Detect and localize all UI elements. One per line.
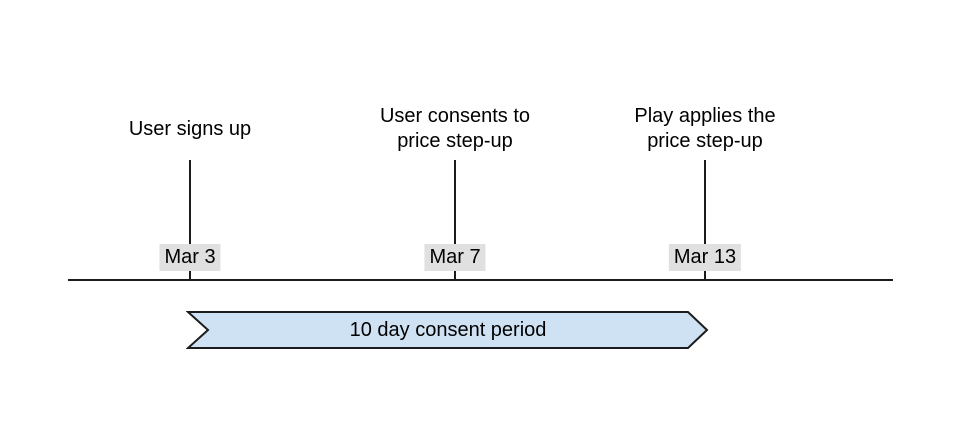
event-tick-mar-3 bbox=[189, 160, 191, 280]
consent-period-label: 10 day consent period bbox=[349, 318, 547, 341]
consent-period-banner bbox=[186, 311, 709, 349]
date-label-mar-3: Mar 3 bbox=[159, 244, 221, 271]
date-label-mar-7: Mar 7 bbox=[424, 244, 486, 271]
event-title-play-applies: Play applies the price step-up bbox=[605, 103, 805, 155]
timeline-axis bbox=[68, 279, 893, 281]
banner-arrow-shape bbox=[186, 311, 709, 349]
date-label-mar-13: Mar 13 bbox=[668, 244, 742, 271]
event-title-text: User signs up bbox=[128, 117, 252, 140]
event-title-user-signs-up: User signs up bbox=[90, 103, 290, 155]
event-tick-mar-7 bbox=[454, 160, 456, 280]
event-title-text: User consents to price step-up bbox=[379, 105, 531, 152]
event-title-text: Play applies the price step-up bbox=[634, 105, 776, 152]
event-title-user-consents: User consents to price step-up bbox=[355, 103, 555, 155]
event-tick-mar-13 bbox=[704, 160, 706, 280]
